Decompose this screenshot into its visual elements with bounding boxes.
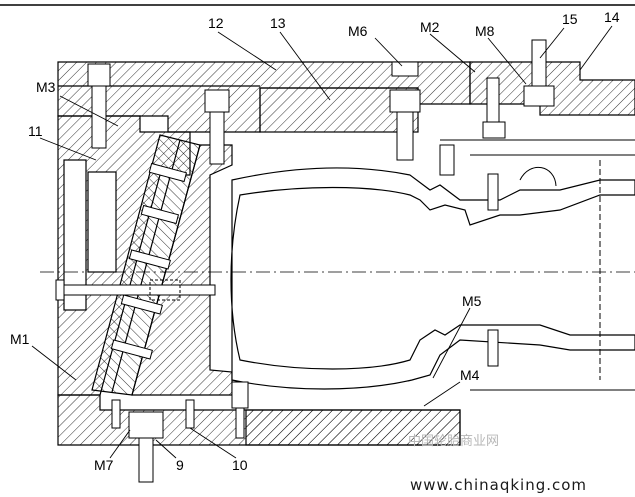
bottom-bolts: [111, 381, 249, 483]
label-13: 13: [270, 15, 286, 31]
callout-labels: 12 13 M6 M2 M8 15 14 M3 11 M1 M5 M4 M7 9…: [10, 9, 620, 473]
label-10: 10: [232, 457, 248, 473]
side-screw: [55, 279, 216, 301]
label-M7: M7: [94, 457, 114, 473]
label-11: 11: [28, 123, 43, 139]
label-9: 9: [176, 457, 184, 473]
watermark-url: www.chinaqking.com: [410, 476, 587, 494]
label-14: 14: [604, 9, 620, 25]
label-M5: M5: [462, 293, 482, 309]
label-M3: M3: [36, 79, 56, 95]
right-details: [439, 139, 635, 391]
cavity-body: [131, 144, 233, 396]
top-bolts: [87, 39, 555, 165]
label-M2: M2: [420, 19, 440, 35]
tire-profile: [230, 167, 635, 390]
label-15: 15: [562, 11, 578, 27]
label-M8: M8: [475, 23, 495, 39]
slide-bolts: [110, 162, 188, 360]
watermark-cn: 中国轮胎商业网: [408, 434, 499, 449]
label-12: 12: [208, 15, 224, 31]
label-M4: M4: [460, 367, 480, 383]
leader-lines: [31, 25, 613, 459]
label-M6: M6: [348, 23, 368, 39]
label-M1: M1: [10, 331, 30, 347]
